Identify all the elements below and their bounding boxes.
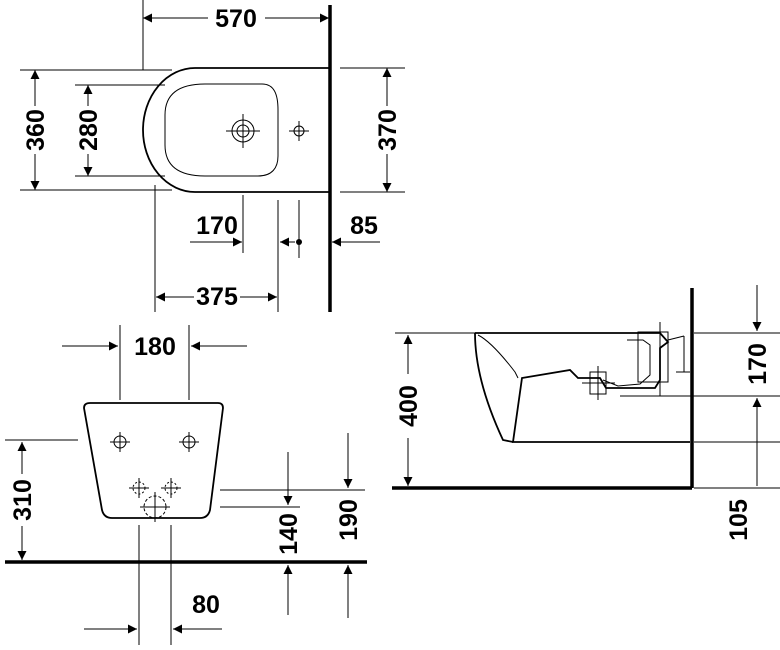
- tap-hole-icon: [226, 114, 260, 148]
- dim-waste-height: 140: [275, 513, 303, 555]
- tap-hole-icon: [582, 366, 615, 400]
- dim-depth-inner: 280: [75, 109, 103, 151]
- rear-fitting: [637, 331, 669, 383]
- bidet-outline: [142, 67, 330, 193]
- dim-width-total: 570: [215, 5, 257, 33]
- bidet-bowl: [164, 83, 279, 177]
- dim-supply-height: 190: [335, 499, 363, 541]
- tap-hole-icon: [161, 478, 181, 498]
- bidet-rear-inner: [602, 339, 651, 387]
- dim-height-total: 310: [9, 479, 37, 521]
- dim-rim-height: 400: [395, 385, 423, 427]
- side-view: 400 170 105: [392, 285, 780, 541]
- fixing-bolt-icon: [110, 432, 130, 452]
- bidet-front-outline: [83, 402, 224, 519]
- bidet-side-outline: [475, 332, 690, 443]
- dim-depth-outer: 360: [22, 109, 50, 151]
- waste-outlet-icon: [140, 492, 170, 522]
- dim-wall-offset: 85: [350, 212, 378, 240]
- dim-top-to-fixing: 170: [744, 343, 772, 385]
- fixing-bolt-icon: [179, 432, 199, 452]
- top-view: 570 360 280 370 170 85 3: [20, 0, 405, 312]
- bidet-bowl-curve: [477, 334, 519, 379]
- dim-depth-right: 370: [374, 109, 402, 151]
- bidet-front-curve: [474, 332, 514, 443]
- front-view: 180 310 140 190 80: [5, 325, 367, 645]
- fixing-bolt-icon: [289, 121, 309, 141]
- dim-floor-to-outlet: 105: [725, 499, 753, 541]
- dim-fixing-spacing: 180: [134, 333, 176, 361]
- dim-fixing-distance: 375: [196, 283, 238, 311]
- tap-hole-icon: [129, 478, 149, 498]
- dim-tap-offset: 170: [196, 212, 238, 240]
- dim-waste-spacing: 80: [192, 591, 220, 619]
